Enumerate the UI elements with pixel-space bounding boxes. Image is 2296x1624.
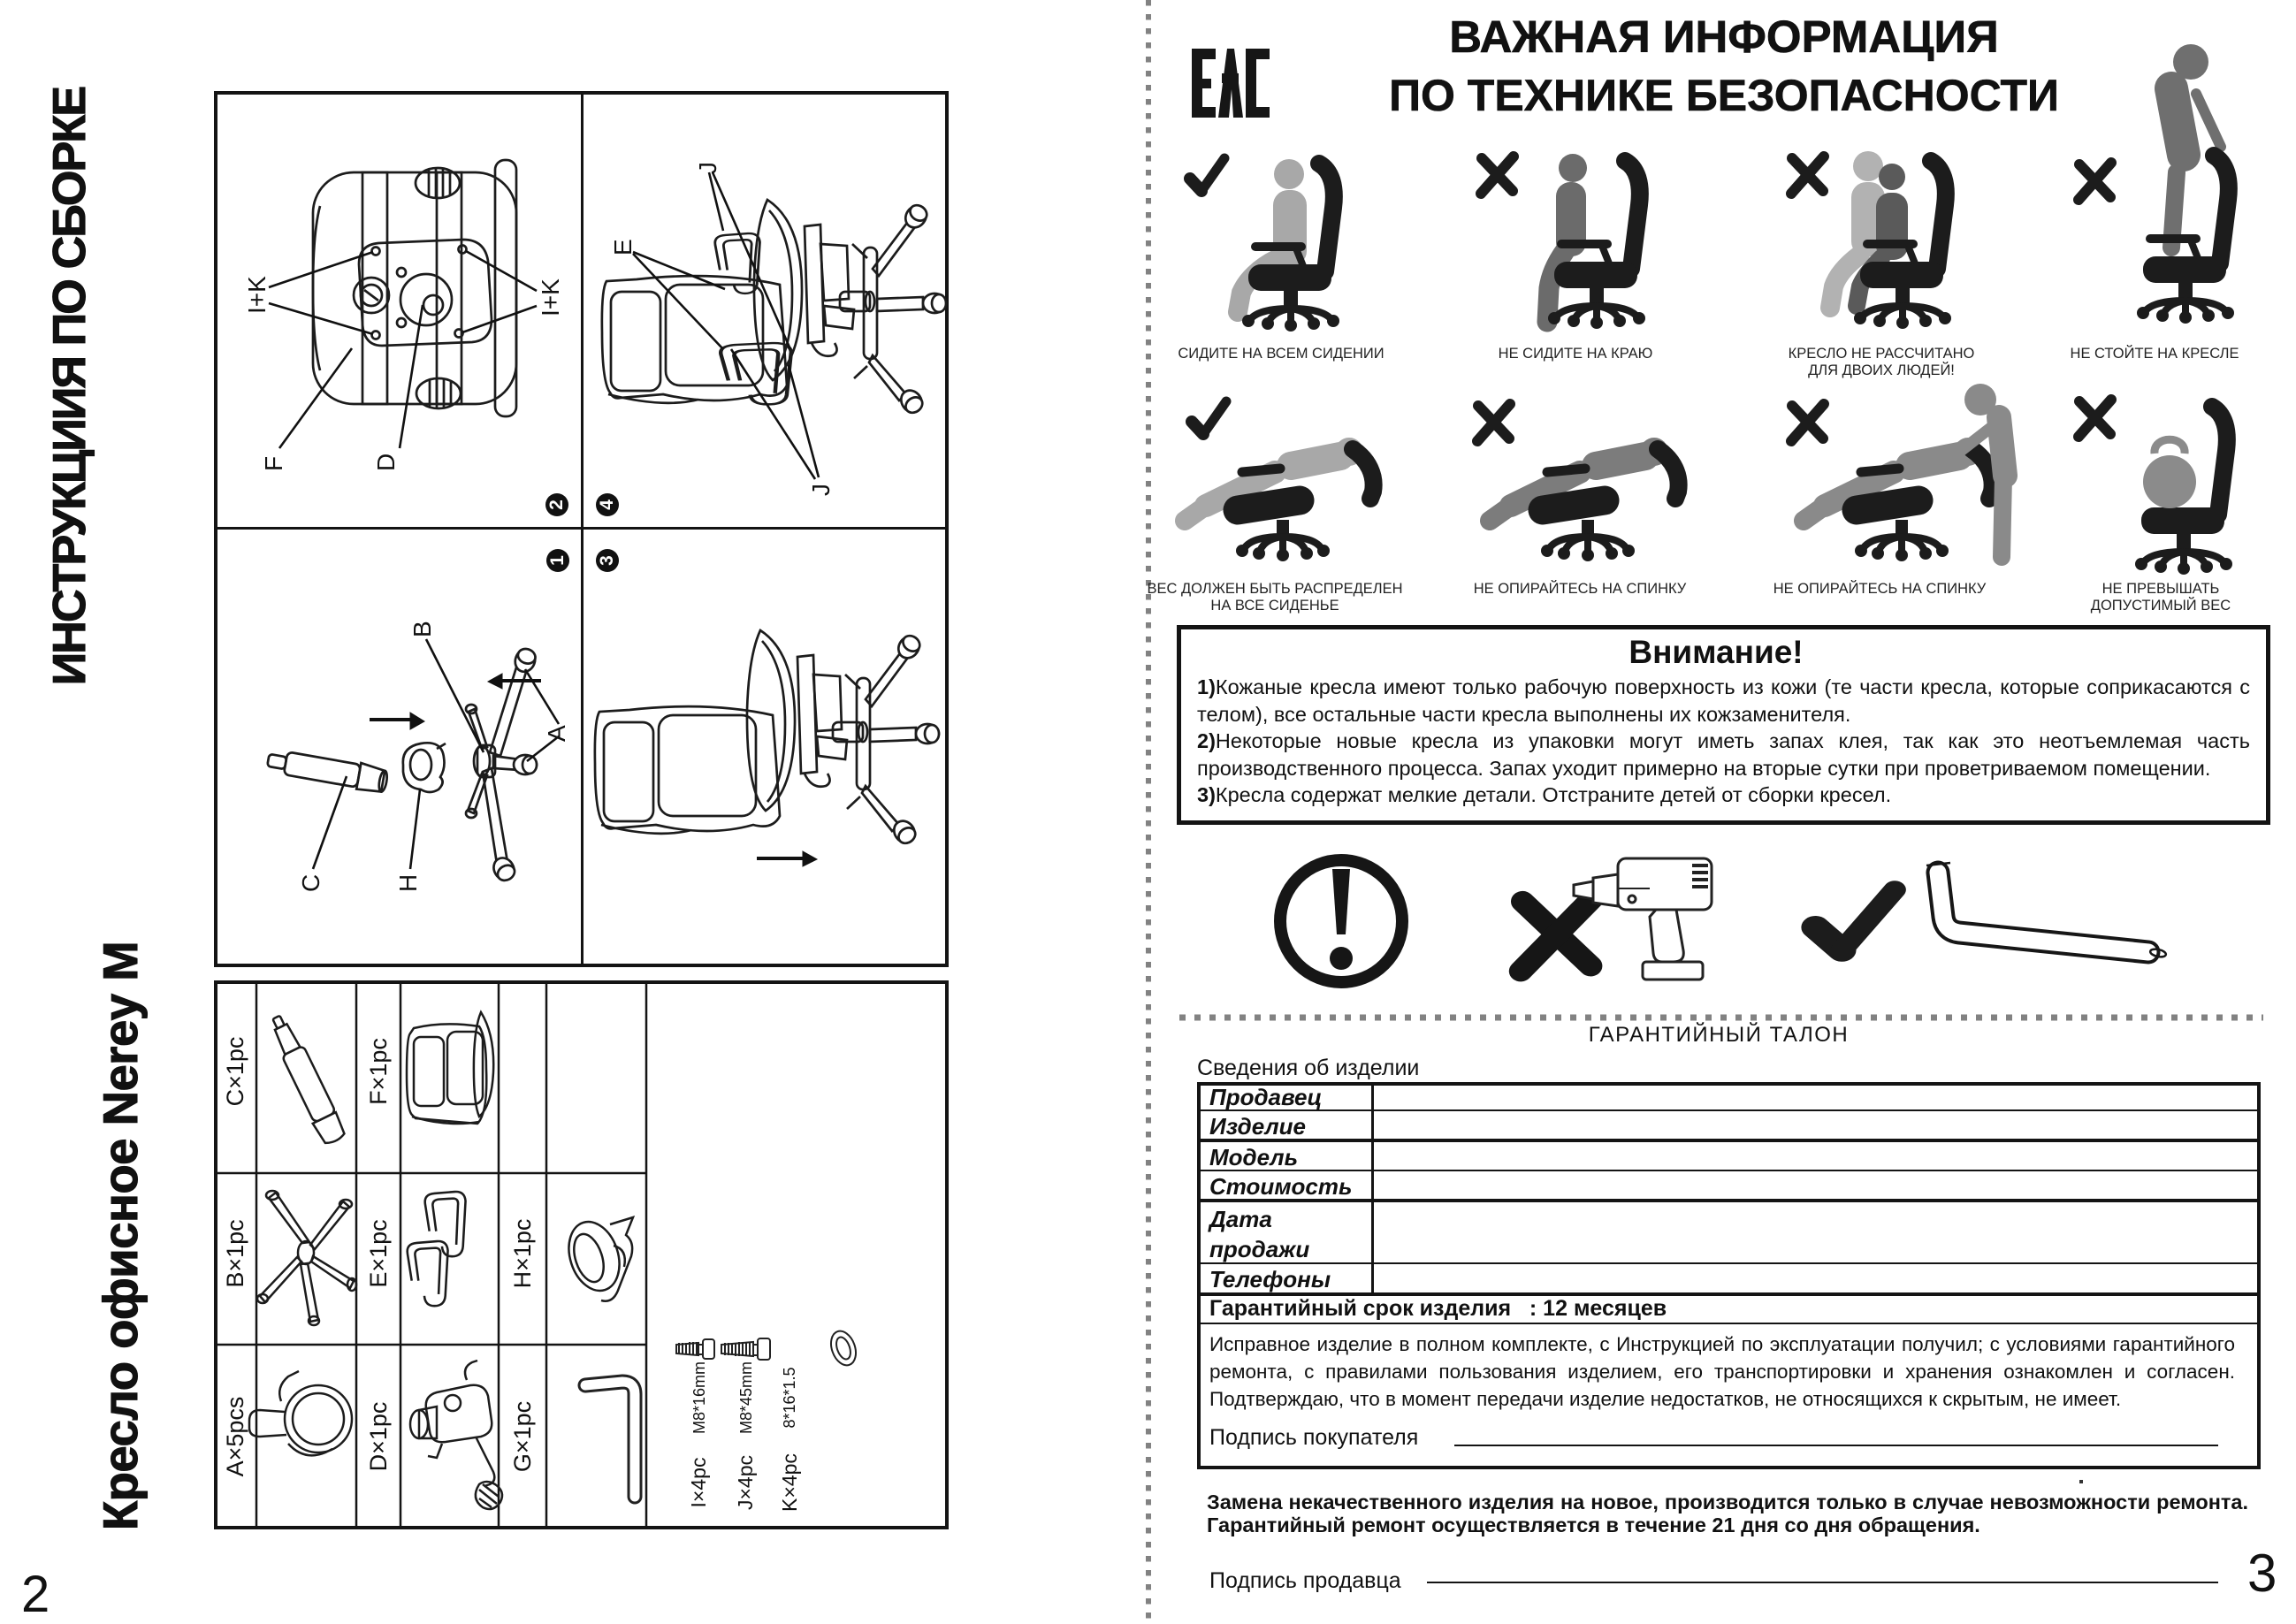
svg-text:H: H [394, 874, 422, 892]
svg-text:I+K: I+K [243, 276, 271, 314]
svg-text:D: D [372, 454, 400, 471]
svg-text:E: E [609, 239, 637, 255]
svg-text:C: C [297, 874, 324, 892]
svg-text:J: J [694, 162, 721, 174]
svg-text:J: J [807, 484, 835, 496]
svg-text:F: F [260, 456, 287, 471]
svg-text:A: A [543, 725, 570, 742]
svg-text:B: B [408, 621, 436, 637]
svg-text:I+K: I+K [537, 278, 564, 316]
